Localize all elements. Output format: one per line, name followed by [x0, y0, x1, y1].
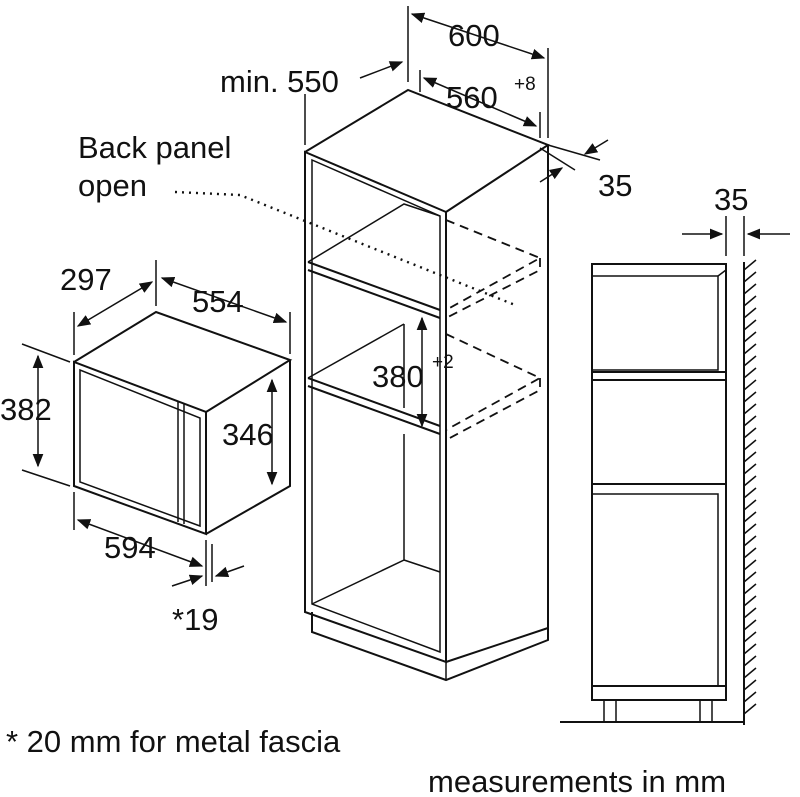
units-label: measurements in mm: [428, 764, 726, 797]
top-dimensions: 600 min. 550 560 +8 35: [220, 6, 632, 203]
dim-niche-width: 560: [446, 80, 498, 115]
side-view: 35: [560, 182, 790, 725]
dim-niche-height: 380: [372, 359, 424, 394]
dim-appliance-depth: 297: [60, 262, 112, 297]
niche-height-dimension: 380 +2: [372, 316, 454, 428]
appliance: [73, 310, 293, 536]
dim-niche-width-tol: +8: [514, 74, 536, 95]
dim-side-gap-right: 35: [714, 182, 748, 217]
dim-fascia: *19: [172, 602, 219, 637]
tall-cabinet: [174, 88, 551, 682]
dim-appliance-width-top: 554: [192, 284, 244, 319]
dim-appliance-inner-height: 346: [222, 417, 274, 452]
appliance-dimensions: 297 554 382 346 594 *19: [0, 260, 291, 637]
dim-min-depth: min. 550: [220, 64, 339, 99]
dim-appliance-width: 594: [104, 530, 156, 565]
dim-appliance-height: 382: [0, 392, 52, 427]
dim-niche-height-tol: +2: [432, 352, 454, 373]
back-panel-label-line1: Back panel: [78, 130, 231, 165]
dim-cabinet-width: 600: [448, 18, 500, 53]
dim-side-gap-top: 35: [598, 168, 632, 203]
back-panel-label-line2: open: [78, 168, 147, 203]
footnote: * 20 mm for metal fascia: [6, 724, 341, 759]
